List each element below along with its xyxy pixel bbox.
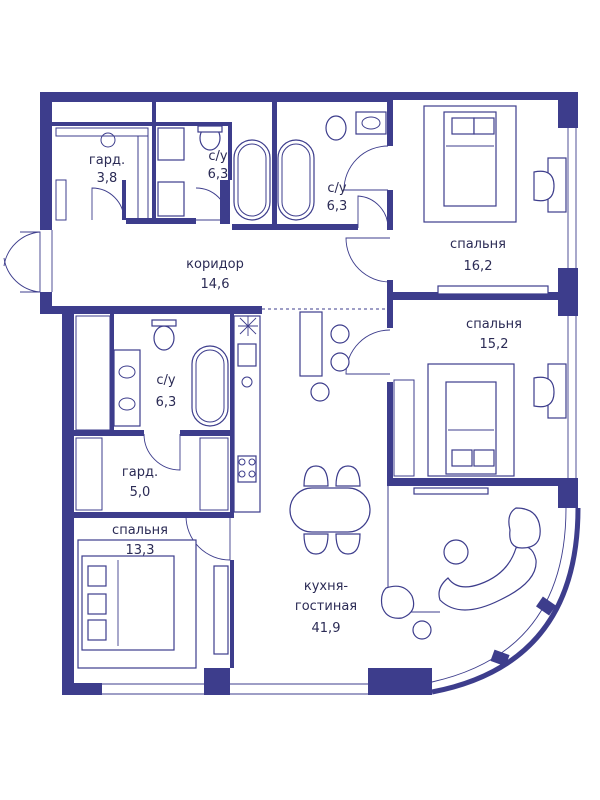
room-labels: гард. 3,8 с/у 6,3 с/у 6,3 спальня 16,2 к…: [89, 149, 522, 636]
bedroom-3-furniture: [77, 539, 229, 669]
room-area-gard2: 5,0: [130, 485, 151, 500]
kitchen-fixtures: [233, 311, 350, 513]
windows-right: [567, 128, 577, 478]
windows-bottom: [51, 230, 368, 695]
room-name-living-1: кухня-: [304, 579, 349, 594]
wc-1-fixtures: [157, 125, 271, 221]
room-name-gard2: гард.: [122, 465, 158, 480]
bedroom-2-furniture: [393, 363, 567, 477]
bedroom-1-furniture: [423, 105, 567, 295]
wardrobe-2-fixtures: [75, 437, 229, 511]
doors[interactable]: [3, 145, 391, 561]
room-area-bed1: 16,2: [464, 259, 493, 274]
room-area-gard1: 3,8: [97, 171, 118, 186]
room-area-living: 41,9: [312, 621, 341, 636]
room-area-bed2: 15,2: [480, 337, 509, 352]
room-area-corridor: 14,6: [201, 277, 230, 292]
dining-table: [289, 465, 371, 555]
interior-walls: [40, 100, 578, 668]
room-area-wc1: 6,3: [208, 167, 229, 182]
room-name-bed2: спальня: [466, 317, 522, 332]
wardrobe-1-fixtures: [55, 127, 149, 221]
room-name-bed3: спальня: [112, 523, 168, 538]
room-name-wc3: с/у: [156, 373, 176, 388]
wc-2-fixtures: [277, 111, 387, 221]
living-furniture: [380, 486, 541, 640]
room-name-wc2: с/у: [327, 181, 347, 196]
room-name-living-2: гостиная: [295, 599, 357, 614]
room-area-bed3: 13,3: [126, 543, 155, 558]
room-area-wc2: 6,3: [327, 199, 348, 214]
room-name-gard1: гард.: [89, 153, 125, 168]
room-name-corridor: коридор: [186, 257, 244, 272]
room-area-wc3: 6,3: [156, 395, 177, 410]
room-name-wc1: с/у: [208, 149, 228, 164]
curved-facade: [431, 507, 581, 695]
wc-3-fixtures: [75, 315, 229, 431]
room-name-bed1: спальня: [450, 237, 506, 252]
